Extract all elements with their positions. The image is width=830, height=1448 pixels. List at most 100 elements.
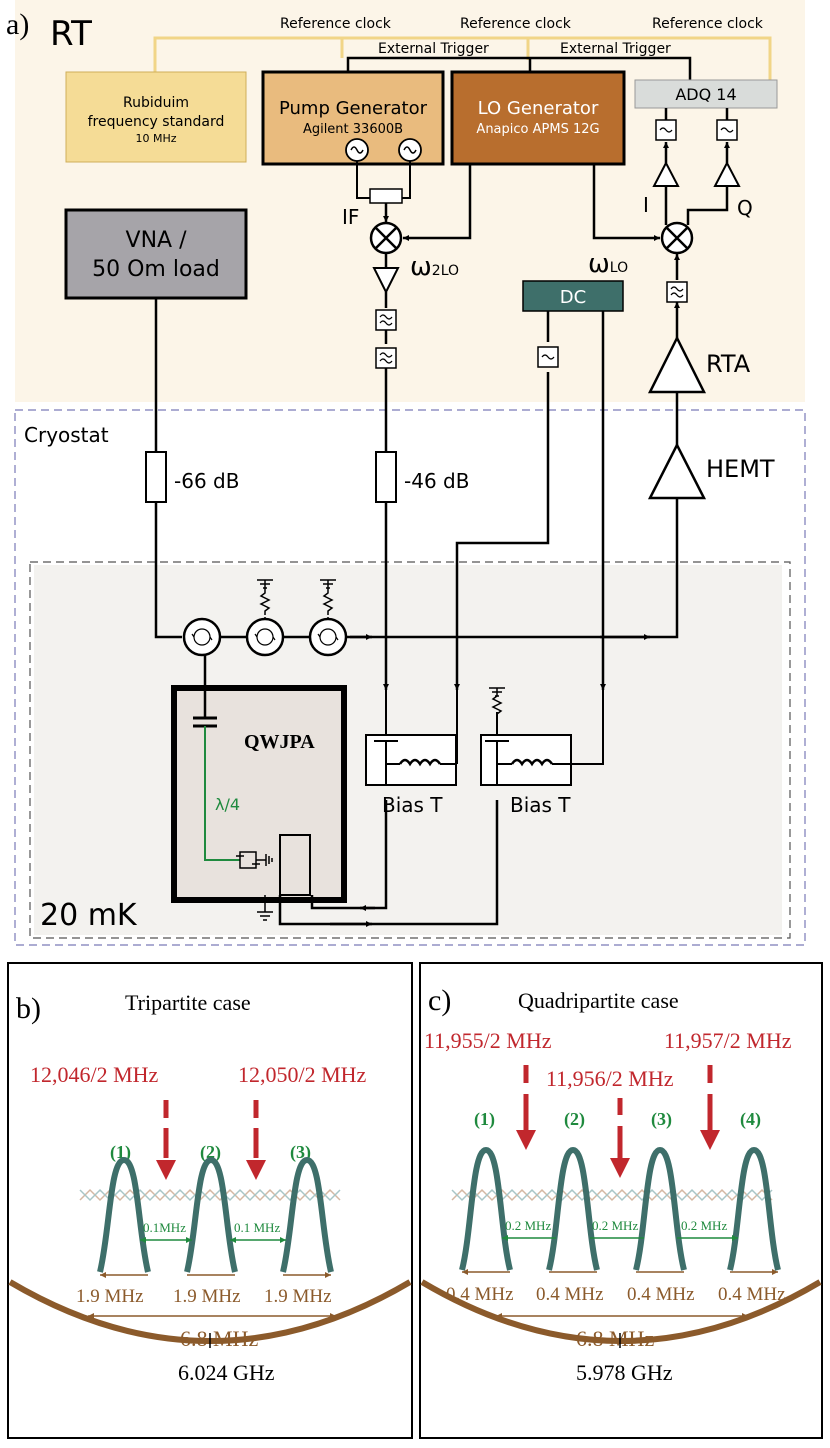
bias-tee-1-label: Bias T: [382, 793, 443, 817]
panel-c-width-3: 0.4 MHz: [627, 1284, 695, 1305]
i-filter-icon: [655, 119, 677, 141]
panel-c-frame: [419, 962, 823, 1439]
lo-generator-box: [450, 70, 626, 166]
rubidium-line-3: 10 MHz: [135, 132, 176, 145]
panel-b-pump-1: 12,046/2 MHz: [30, 1062, 159, 1087]
reference-clock-label-1: Reference clock: [280, 16, 392, 32]
lo-to-pump-mixer-wire: [403, 164, 472, 241]
attenuator-46db: [375, 451, 397, 503]
resonator-line: [204, 726, 240, 861]
i-label: I: [643, 193, 649, 217]
lambda-label: λ/4: [215, 795, 240, 814]
panel-c-interference-pattern: [451, 1188, 773, 1202]
i-amplifier: [652, 160, 680, 187]
dc-line-1: [457, 311, 550, 690]
panel-c-mode-3: (3): [651, 1109, 672, 1130]
attenuator-46db-label: -46 dB: [404, 469, 469, 493]
hemt-label: HEMT: [706, 455, 775, 483]
vna-line-2: 50 Om load: [92, 257, 220, 282]
rt-background: [15, 0, 805, 402]
panel-c-mode-1-peak: [459, 1146, 513, 1271]
panel-c-pump-2: 11,956/2 MHz: [546, 1066, 674, 1091]
panel-c-spacing-1: 0.2 MHz: [505, 1218, 551, 1233]
temperature-label: 20 mK: [40, 898, 138, 933]
reference-clock-label-3: Reference clock: [652, 16, 764, 32]
bias-tee-1-inductor: [398, 758, 442, 767]
panel-c-pump-3: 11,957/2 MHz: [664, 1028, 792, 1053]
rubidium-line-2: frequency standard: [88, 114, 225, 130]
qwjpa-label: QWJPA: [244, 731, 315, 753]
panel-c-mode-4-peak: [727, 1146, 781, 1271]
pump-to-qwjpa-wire: [310, 800, 388, 910]
panel-b-width-3: 1.9 MHz: [264, 1286, 332, 1307]
panel-b-mode-2-peak: [184, 1156, 238, 1273]
cold-stage-border: [29, 561, 791, 939]
panel-b-bandwidth: 6.8 MHz: [180, 1326, 258, 1351]
pump-mixer-icon: [369, 221, 403, 255]
hemt-amplifier: [647, 442, 707, 500]
rt-label: RT: [50, 14, 92, 54]
omega-lo-label: ωLO: [588, 249, 628, 279]
if-label: IF: [342, 205, 359, 229]
circulator-2-icon: [245, 617, 285, 657]
adq-box: [634, 79, 778, 109]
dc-label: DC: [560, 287, 586, 308]
reference-clock-label-2: Reference clock: [460, 16, 572, 32]
panel-c-spacing-2: 0.2 MHz: [592, 1218, 638, 1233]
panel-c-resonance-curve: [420, 1279, 822, 1344]
panel-b-spacing-2: 0.1 MHz: [234, 1220, 280, 1235]
circulator-1-icon: [182, 617, 222, 657]
circulator-3-icon: [308, 617, 348, 657]
attenuator-66db: [145, 451, 167, 503]
panel-b-width-1: 1.9 MHz: [76, 1286, 144, 1307]
panel-b-mode-2: (2): [200, 1142, 221, 1163]
panel-b-mode-3-peak: [280, 1156, 334, 1273]
rubidium-line-1: Rubiduim: [123, 95, 189, 111]
dc-filter-icon: [537, 346, 559, 368]
panel-b-title: Tripartite case: [125, 990, 251, 1015]
panel-c-mode-2-peak: [546, 1146, 600, 1271]
panel-b-center-frequency: 6.024 GHz: [178, 1360, 275, 1385]
readout-mixer-icon: [660, 221, 694, 255]
q-amplifier: [713, 160, 741, 187]
panel-c-center-frequency: 5.978 GHz: [576, 1360, 673, 1385]
panel-b-spacing-1: 0.1MHz: [143, 1220, 186, 1235]
panel-b-label: b): [16, 992, 41, 1025]
q-channel-wire: [686, 142, 727, 225]
cryostat-label: Cryostat: [24, 423, 109, 447]
lo-generator-model: Anapico APMS 12G: [476, 122, 599, 137]
q-filter-icon: [716, 119, 738, 141]
panel-c-bandwidth: 6.8 MHz: [576, 1326, 654, 1351]
panel-b-pump-2: 12,050/2 MHz: [238, 1062, 367, 1087]
panel-c-label: c): [428, 984, 451, 1017]
panel-c-mode-4: (4): [740, 1109, 761, 1130]
adq-label: ADQ 14: [675, 85, 736, 104]
omega-2lo-label: ω2LO: [410, 252, 459, 282]
reference-clock-line: [153, 36, 772, 80]
panel-a-label: a): [6, 8, 29, 41]
pump-generator-title: Pump Generator: [279, 98, 428, 119]
rta-label: RTA: [706, 350, 751, 378]
bias-tee-1: [365, 734, 457, 786]
readout-filter-icon: [666, 281, 688, 303]
qwjpa-box: [171, 685, 347, 903]
rubidium-standard-box: [65, 71, 247, 163]
external-trigger-label-2: External Trigger: [560, 41, 671, 57]
panel-c-width-4: 0.4 MHz: [718, 1284, 786, 1305]
bias-to-flux-wire: [278, 800, 499, 926]
panel-c-pump-1: 11,955/2 MHz: [424, 1028, 552, 1053]
vna-line-1: VNA /: [126, 228, 188, 253]
panel-c-width-1: 0.4 MHz: [446, 1284, 514, 1305]
external-trigger-line: [346, 56, 692, 80]
vna-input-line: [154, 298, 182, 639]
panel-b-mode-1-peak: [97, 1156, 151, 1273]
vna-box: [64, 208, 248, 300]
pump-combiner: [369, 188, 403, 204]
attenuator-66db-label: -66 dB: [174, 469, 239, 493]
panel-b-width-2: 1.9 MHz: [173, 1286, 241, 1307]
external-trigger-label-1: External Trigger: [378, 41, 489, 57]
flux-line: [279, 834, 311, 896]
lo-to-readout-mixer-wire: [592, 164, 660, 241]
pump-generator-model: Agilent 33600B: [303, 122, 403, 137]
